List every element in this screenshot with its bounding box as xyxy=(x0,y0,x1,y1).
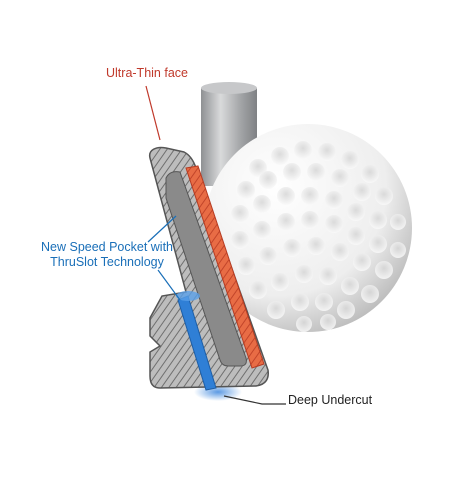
pocket-leader-line-2 xyxy=(157,269,181,301)
ultra-thin-face-label: Ultra-Thin face xyxy=(106,66,188,81)
face-leader-line xyxy=(145,85,161,141)
deep-undercut-label: Deep Undercut xyxy=(288,393,372,408)
iron-cross-section-icon xyxy=(148,146,269,401)
deep-undercut-text: Deep Undercut xyxy=(288,393,373,407)
speed-pocket-line1: New Speed Pocket with xyxy=(41,240,174,254)
inner-cavity xyxy=(165,171,247,367)
pocket-leader-line xyxy=(147,215,177,243)
ultra-thin-face-text: Ultra-Thin face xyxy=(106,66,188,80)
speed-pocket-line2: ThruSlot Technology xyxy=(50,255,164,269)
speed-pocket-label: New Speed Pocket with ThruSlot Technolog… xyxy=(41,240,173,270)
golf-ball-icon xyxy=(204,124,412,332)
undercut-leader-line xyxy=(223,395,286,405)
